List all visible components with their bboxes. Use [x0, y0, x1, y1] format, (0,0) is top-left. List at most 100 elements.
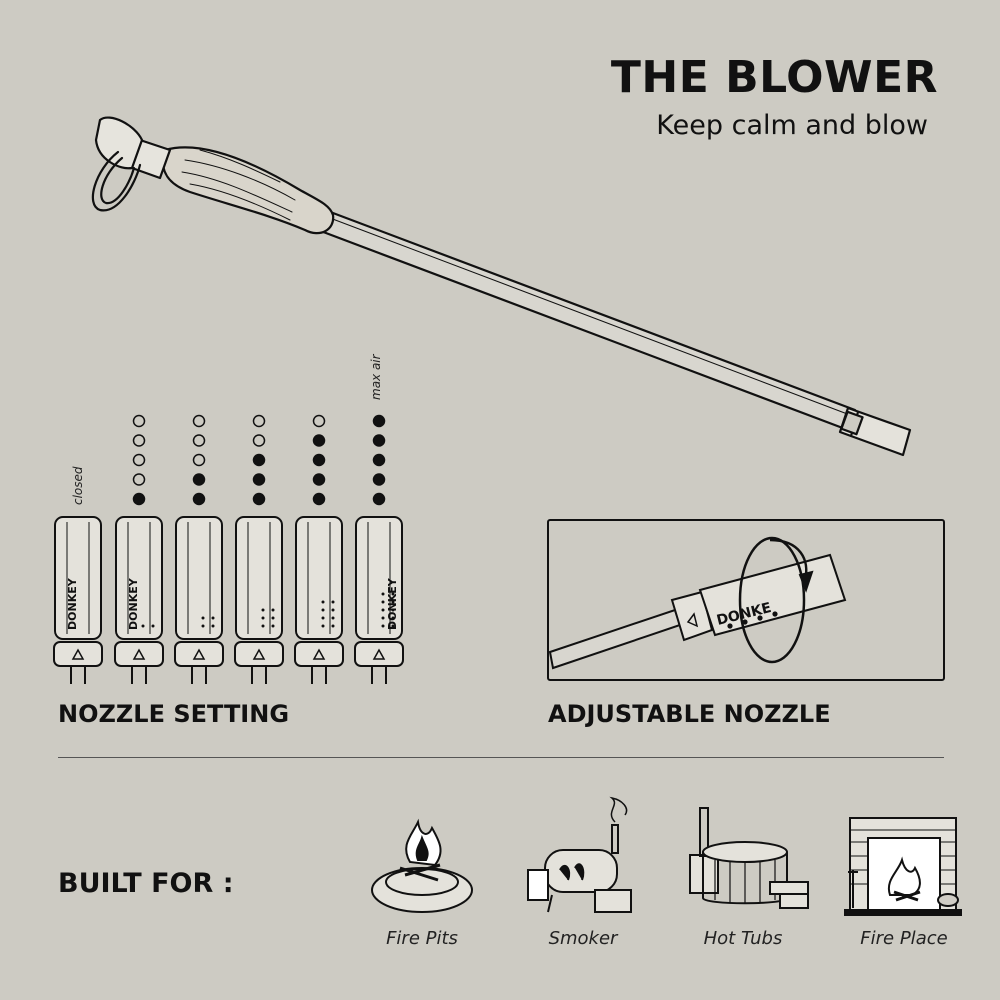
nozzle-hole — [261, 608, 265, 612]
adjustable-nozzle-heading: ADJUSTABLE NOZZLE — [548, 700, 831, 728]
nozzle-setting-3 — [234, 414, 284, 684]
nozzle-hole — [321, 624, 325, 628]
nozzle-hole — [211, 624, 215, 628]
nozzle-arrow-icon — [71, 648, 85, 660]
nozzle-hole — [261, 616, 265, 620]
nozzle-collar — [234, 641, 284, 667]
nozzle-brand-text: DONKEY — [127, 577, 140, 630]
nozzle-hole — [201, 616, 205, 620]
nozzle-hole — [321, 608, 325, 612]
setting-indicator-dot — [192, 473, 206, 486]
setting-indicator-dot — [252, 434, 266, 447]
setting-indicator-dot — [312, 434, 326, 447]
nozzle-setting-5: DONKEY — [354, 414, 404, 684]
nozzle-brand-text: DONKEY — [66, 577, 79, 630]
nozzle-collar — [174, 641, 224, 667]
max-air-label: max air — [369, 353, 383, 400]
setting-indicator-dot — [372, 473, 386, 486]
product-title: THE BLOWER — [610, 52, 938, 103]
nozzle-hole — [151, 624, 155, 628]
nozzle-hole — [331, 600, 335, 604]
adjustable-nozzle-icon — [548, 536, 847, 670]
setting-indicator-dot — [312, 453, 326, 467]
setting-indicator-dot — [312, 414, 326, 428]
nozzle-setting-2 — [174, 414, 224, 684]
built-for-heading: BUILT FOR : — [58, 868, 234, 899]
setting-indicator-dot — [192, 492, 206, 506]
nozzle-hole — [391, 616, 395, 620]
use-case-fire-place-label: Fire Place — [860, 928, 948, 949]
nozzle-setting-row: DONKEY DONKEY DONKEY — [53, 414, 404, 684]
nozzle-hole — [381, 616, 385, 620]
blower-tool-icon — [91, 116, 912, 457]
nozzle-body — [235, 516, 283, 640]
nozzle-hole — [391, 624, 395, 628]
nozzle-hole — [271, 624, 275, 628]
setting-indicator-dot — [372, 414, 386, 428]
nozzle-setting-1: DONKEY — [114, 414, 164, 684]
fireplace-icon — [844, 817, 962, 916]
setting-indicator-dot — [192, 414, 206, 428]
nozzle-hole — [331, 616, 335, 620]
hot-tub-icon — [689, 807, 809, 909]
setting-indicator-dot — [372, 453, 386, 467]
closed-label: closed — [71, 466, 85, 505]
nozzle-hole — [381, 592, 385, 596]
fire-pit-icon — [371, 818, 473, 913]
nozzle-hole — [201, 624, 205, 628]
nozzle-arrow-icon — [252, 648, 266, 660]
nozzle-setting-heading: NOZZLE SETTING — [58, 700, 290, 728]
nozzle-brand-text: DONKEY — [386, 577, 399, 630]
nozzle-hole — [321, 600, 325, 604]
setting-indicator-dot — [372, 492, 386, 506]
nozzle-hole — [381, 600, 385, 604]
setting-indicator-dot — [312, 473, 326, 486]
nozzle-arrow-icon — [312, 648, 326, 660]
nozzle-hole — [331, 624, 335, 628]
nozzle-hole — [141, 624, 145, 628]
setting-indicator-dot — [132, 414, 146, 428]
adjustable-nozzle-box: DONKE — [547, 519, 945, 681]
nozzle-hole — [271, 616, 275, 620]
adjustable-nozzle-frame — [547, 519, 945, 681]
setting-indicator-dot — [132, 453, 146, 467]
setting-indicator-dot — [312, 492, 326, 506]
nozzle-arrow-icon — [372, 648, 386, 660]
nozzle-hole — [381, 624, 385, 628]
nozzle-setting-0: DONKEY — [53, 516, 103, 684]
nozzle-collar — [354, 641, 404, 667]
nozzle-collar — [53, 641, 103, 667]
setting-indicator-dot — [132, 473, 146, 486]
nozzle-collar — [114, 641, 164, 667]
setting-indicator-dot — [132, 434, 146, 447]
nozzle-collar — [294, 641, 344, 667]
setting-indicator-dot — [192, 453, 206, 467]
nozzle-hole — [271, 608, 275, 612]
nozzle-hole — [391, 592, 395, 596]
nozzle-hole — [391, 608, 395, 612]
setting-indicator-dot — [372, 434, 386, 447]
smoker-icon — [527, 796, 632, 913]
use-case-hot-tubs-label: Hot Tubs — [703, 928, 783, 949]
nozzle-hole — [211, 616, 215, 620]
use-case-fire-pits-label: Fire Pits — [386, 928, 458, 949]
nozzle-hole — [381, 608, 385, 612]
setting-indicator-dot — [252, 453, 266, 467]
use-case-smoker-label: Smoker — [548, 928, 618, 949]
nozzle-body — [295, 516, 343, 640]
setting-indicator-dot — [252, 414, 266, 428]
setting-indicator-dot — [252, 473, 266, 486]
nozzle-hole — [331, 608, 335, 612]
setting-indicator-dot — [132, 492, 146, 506]
setting-indicator-dot — [252, 492, 266, 506]
nozzle-body — [175, 516, 223, 640]
nozzle-arrow-icon — [192, 648, 206, 660]
nozzle-arrow-icon — [132, 648, 146, 660]
setting-indicator-dot — [192, 434, 206, 447]
nozzle-hole — [261, 624, 265, 628]
product-tagline: Keep calm and blow — [656, 110, 928, 141]
nozzle-setting-4 — [294, 414, 344, 684]
nozzle-hole — [321, 616, 325, 620]
